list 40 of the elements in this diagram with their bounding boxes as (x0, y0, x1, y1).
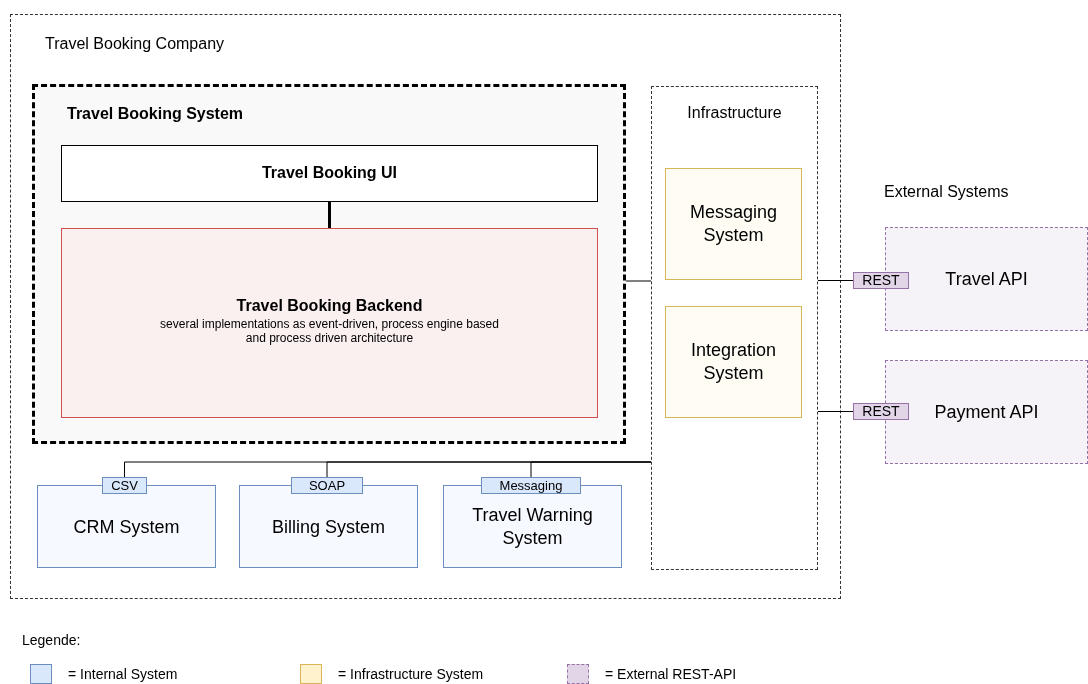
connector-line (328, 202, 331, 228)
interface-tag (102, 477, 147, 494)
interface-tag (481, 477, 581, 494)
company-boundary (10, 14, 841, 599)
connector-line (817, 411, 854, 412)
connector-line (625, 280, 652, 282)
legend-label: = External REST-API (605, 666, 737, 682)
tag-label: REST (861, 273, 901, 288)
legend-label: = Infrastructure System (338, 666, 484, 682)
group-title: Travel Booking System (67, 105, 244, 123)
interface-tag (853, 403, 909, 420)
group-title: Travel Booking Company (45, 35, 225, 53)
legend-title: Legende: (22, 632, 81, 648)
box-label: Travel Warning System (471, 503, 594, 550)
box-label: Messaging System (688, 201, 778, 247)
infrastructure-boundary (651, 86, 818, 570)
box-title: Travel Booking Backend (235, 297, 424, 315)
backend-box (61, 228, 598, 418)
box-label: Travel API (944, 267, 1029, 291)
tag-label: Messaging (498, 478, 564, 493)
interface-tag (853, 272, 909, 289)
system-boundary (32, 84, 626, 444)
interface-tag (291, 477, 363, 494)
connector-line (530, 461, 652, 478)
infrastructure-box (665, 306, 802, 418)
legend-label: = Internal System (68, 666, 178, 682)
tag-label: CSV (110, 478, 139, 493)
infrastructure-box (665, 168, 802, 280)
box-label: Travel Booking UI (260, 164, 399, 182)
box-label: Integration System (689, 339, 778, 385)
tag-label: REST (861, 404, 901, 419)
ui-box (61, 145, 598, 202)
box-label: Payment API (933, 400, 1040, 424)
tag-label: SOAP (307, 478, 347, 493)
box-label: CRM System (72, 515, 181, 538)
connector-line (817, 280, 854, 281)
section-heading: External Systems (884, 183, 1009, 201)
group-title: Infrastructure (686, 104, 783, 122)
box-description: several implementations as event-driven, process engine based and process driven architecture (159, 317, 500, 345)
box-label: Billing System (270, 515, 386, 538)
